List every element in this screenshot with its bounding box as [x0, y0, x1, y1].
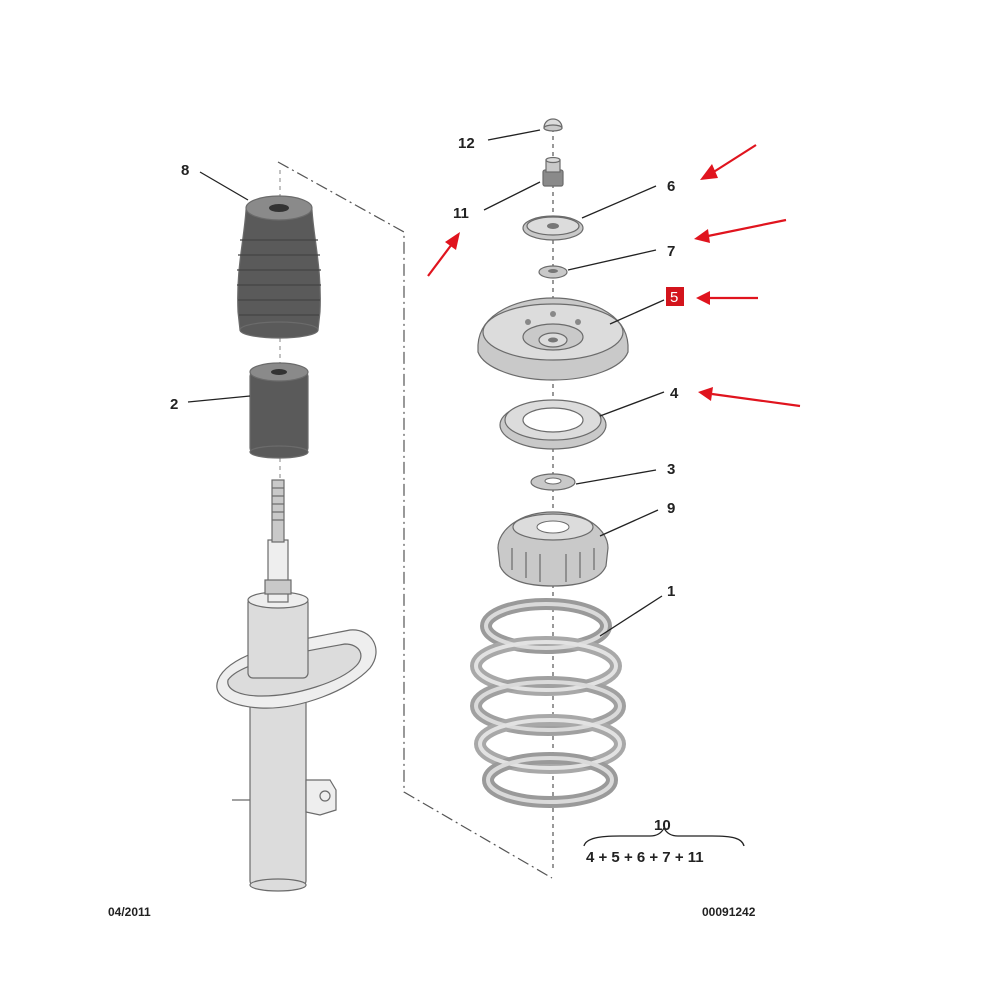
- footer-reference: 00091242: [702, 905, 756, 919]
- callout-7: 7: [667, 243, 675, 260]
- callout-6: 6: [667, 178, 675, 195]
- strut-bearing: [499, 399, 607, 450]
- callout-12: 12: [458, 135, 475, 152]
- top-mount: [477, 297, 629, 381]
- callout-10: 10: [654, 817, 671, 834]
- dust-boot: [237, 195, 321, 339]
- shock-absorber-strut: [216, 479, 377, 892]
- bump-stop: [249, 362, 309, 459]
- callout-labels: 8 2 12 11 6 7 5 4 3 9 1 10: [170, 135, 684, 834]
- callout-8: 8: [181, 162, 189, 179]
- callout-1: 1: [667, 583, 675, 600]
- callout-5: 5: [670, 289, 678, 306]
- kit-formula: 4 + 5 + 6 + 7 + 11: [586, 849, 704, 866]
- footer-date: 04/2011: [108, 905, 151, 919]
- kit-brace: [583, 826, 745, 847]
- spring-seat: [497, 511, 609, 587]
- top-nut: [542, 156, 564, 187]
- callout-4: 4: [670, 385, 679, 402]
- callout-2: 2: [170, 396, 178, 413]
- coil-spring: [470, 598, 626, 808]
- callout-11: 11: [453, 205, 469, 222]
- callout-3: 3: [667, 461, 675, 478]
- part-5-badge: [666, 287, 684, 306]
- spacer-washer: [530, 473, 576, 491]
- small-washer: [538, 265, 568, 279]
- highlight-arrows: [427, 144, 801, 408]
- dust-cap: [543, 118, 563, 132]
- callout-9: 9: [667, 500, 675, 517]
- leader-lines: [187, 129, 665, 637]
- top-washer: [522, 215, 584, 241]
